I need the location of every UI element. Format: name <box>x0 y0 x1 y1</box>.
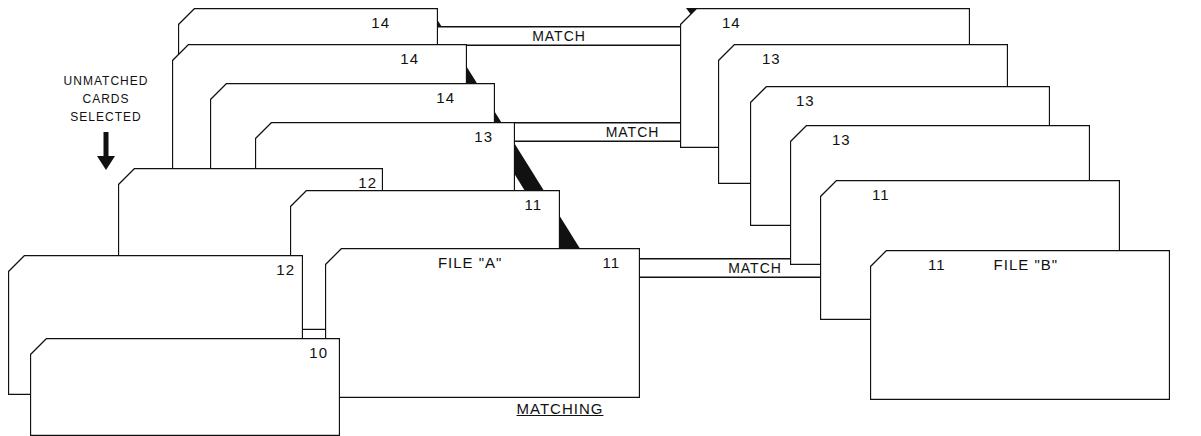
card-number: 11 <box>524 196 542 214</box>
card-number: 13 <box>832 131 851 149</box>
card-header: 12 <box>118 168 383 192</box>
file-name: FILE "A" <box>438 254 503 272</box>
select-arrow-head <box>97 156 115 170</box>
card-header: 12 <box>8 255 303 279</box>
card-header: 14 <box>172 44 467 68</box>
card-number: 13 <box>474 128 493 146</box>
card-number: 11 <box>928 256 946 274</box>
card-number: 12 <box>358 174 377 192</box>
card-border <box>31 339 340 436</box>
match-label: MATCH <box>526 28 592 44</box>
card-header: 11 <box>290 190 560 214</box>
note-label: UNMATCHED CARDS SELECTED <box>46 72 166 126</box>
punched-card: FILE "A" 11 <box>325 248 640 398</box>
card-number: 10 <box>309 344 328 362</box>
card-header: 13 <box>750 86 1050 110</box>
select-arrow <box>104 132 109 160</box>
card-header: 14 <box>680 8 970 32</box>
card-header: 11 FILE "B" <box>870 250 1170 274</box>
card-number: 14 <box>722 14 741 32</box>
file-name: FILE "B" <box>994 256 1059 274</box>
card-number: 13 <box>762 50 781 68</box>
card-header: FILE "A" 11 <box>325 248 640 272</box>
match-label: MATCH <box>600 124 666 140</box>
card-header: 11 <box>820 180 1120 204</box>
card-number: 13 <box>796 92 815 110</box>
card-header: 13 <box>255 122 515 146</box>
card-header: 14 <box>210 83 495 107</box>
card-outline <box>30 338 340 436</box>
card-number: 11 <box>872 186 890 204</box>
card-border <box>326 249 640 398</box>
card-header: 14 <box>178 8 438 32</box>
punched-card: 10 <box>30 338 340 436</box>
card-number: 12 <box>276 261 295 279</box>
card-header: 10 <box>30 338 340 362</box>
match-label: MATCH <box>722 260 788 276</box>
punched-card: 11 FILE "B" <box>870 250 1170 400</box>
caption: MATCHING <box>517 400 604 417</box>
card-header: 13 <box>790 125 1090 149</box>
card-header: 13 <box>718 44 1008 68</box>
card-number: 11 <box>602 254 620 272</box>
card-number: 14 <box>400 50 419 68</box>
card-number: 14 <box>436 89 455 107</box>
card-border <box>871 251 1170 400</box>
card-number: 14 <box>371 14 390 32</box>
